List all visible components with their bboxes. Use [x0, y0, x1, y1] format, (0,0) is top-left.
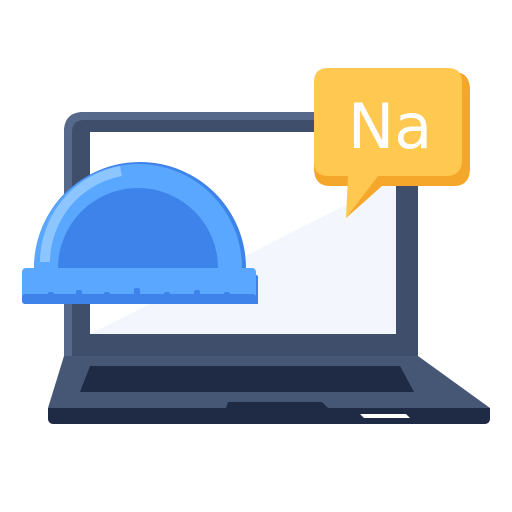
speech-bubble-icon: Na — [314, 68, 470, 218]
protractor-icon — [22, 162, 258, 304]
bubble-text: Na — [348, 90, 432, 163]
bubble-body — [314, 68, 462, 218]
laptop-keyboard — [80, 366, 414, 392]
protractor-ticks — [48, 288, 230, 304]
protractor-arc-highlight — [40, 166, 122, 262]
laptop-trackpad — [222, 402, 340, 420]
base-glint — [360, 414, 410, 418]
